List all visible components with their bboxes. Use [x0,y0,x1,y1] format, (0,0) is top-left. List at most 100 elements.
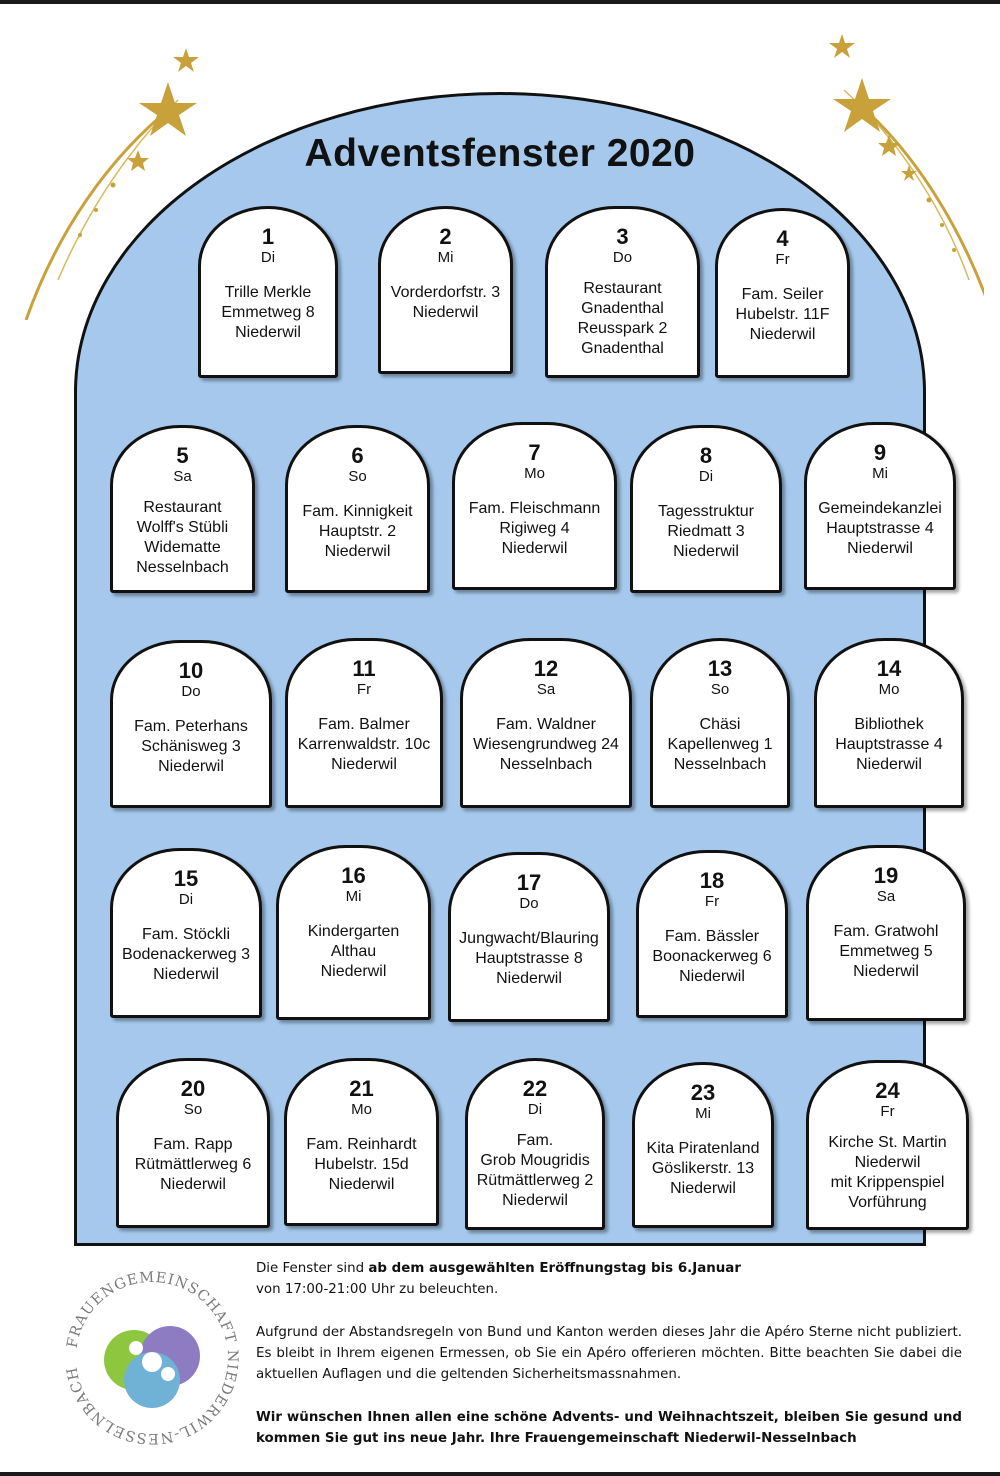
window-weekday: So [710,681,730,698]
window-address-line: Hauptstr. 2 [318,523,397,540]
window-address-line: Niederwil [496,970,562,987]
window-number: 12 [533,656,559,681]
window-weekday: Mi [345,888,362,905]
window-address-line: Kindergarten [307,923,400,940]
window-address-line: Fam. Fleischmann [468,500,601,517]
window-address-line: Fam. Peterhans [134,718,248,735]
footer-paragraph-greeting: Wir wünschen Ihnen allen eine schöne Adv… [256,1407,962,1449]
window-number: 4 [776,226,789,251]
window-address-line: Niederwil [412,304,479,321]
window-weekday: Sa [876,888,896,905]
window-address-line: Fam. Reinhardt [306,1136,417,1153]
window-address-line: Niederwil [158,758,224,775]
window-address-line: Niederwil [854,1154,921,1171]
window-weekday: Di [527,1101,543,1118]
window-address-line: Hauptstrasse 8 [475,950,583,967]
window-address-line: Nesselnbach [673,756,767,773]
footer-paragraph-apero: Aufgrund der Abstandsregeln von Bund und… [256,1325,962,1382]
window-address-line: Wolff's Stübli [136,519,229,536]
window-address-line: Reusspark 2 [577,320,668,337]
window-address-line: Niederwil [328,1176,395,1193]
window-address-line: Hauptstrasse 4 [826,520,934,537]
window-address-line: Rigiweg 4 [499,520,570,537]
window-weekday: Di [260,249,276,266]
window-weekday: So [183,1101,203,1118]
window-address-line: Niederwil [331,756,397,773]
window-number: 10 [178,658,204,683]
window-address-line: Nesselnbach [136,559,229,576]
window-number: 5 [176,443,189,468]
window-address-line: mit Krippenspiel [830,1174,945,1191]
window-weekday: Sa [536,681,556,698]
window-number: 23 [690,1080,716,1105]
window-address-line: Fam. Waldner [496,716,596,733]
window-number: 3 [616,224,629,249]
window-weekday: Mo [878,681,900,698]
window-weekday: Di [698,468,714,485]
window-number: 14 [876,656,902,681]
window-weekday: Do [612,249,633,266]
window-address-line: Widematte [144,539,221,556]
window-address-line: Rütmättlerweg 6 [134,1156,252,1173]
window-weekday: Sa [173,468,192,485]
window-address-line: Niederwil [324,543,391,560]
window-number: 2 [439,224,452,249]
window-address-line: Kapellenweg 1 [667,736,773,753]
window-number: 16 [341,863,366,888]
page-title: Adventsfenster 2020 [304,132,696,175]
window-address-line: Tagesstruktur [657,503,755,520]
footer-hours-text-c: von 17:00-21:00 Uhr zu beleuchten. [256,1282,499,1297]
window-number: 24 [875,1078,900,1103]
window-address-line: Vorführung [848,1194,927,1211]
window-weekday: Fr [880,1103,895,1120]
window-address-line: Niederwil [673,543,739,560]
window-address-line: Niederwil [502,1192,568,1209]
window-address-line: Hubelstr. 15d [314,1156,409,1173]
window-address-line: Niederwil [235,324,301,341]
window-address-line: Fam. [516,1132,554,1149]
footer-hours-text-a: Die Fenster sind [256,1261,369,1276]
window-address-line: Kirche St. Martin [828,1134,947,1151]
window-number: 21 [349,1076,374,1101]
footer-notes: Die Fenster sind ab dem ausgewählten Erö… [256,1258,962,1471]
window-address-line: Fam. Balmer [318,716,410,733]
window-weekday: So [348,468,367,485]
window-address-line: Karrenwaldstr. 10c [297,736,431,753]
window-address-line: Niederwil [320,963,387,980]
window-weekday: Fr [356,681,372,698]
window-weekday: Do [519,895,539,912]
window-weekday: Mi [872,465,888,482]
window-number: 7 [528,440,541,465]
frauengemeinschaft-logo-icon: FRAUENGEMEINSCHAFT NIEDERWIL-NESSELNBACH [64,1270,239,1446]
window-number: 19 [873,863,899,888]
window-number: 6 [351,443,364,468]
window-address-line: Niederwil [160,1176,226,1193]
window-weekday: Do [181,683,201,700]
window-address-line: Emmetweg 5 [839,943,933,960]
window-weekday: Mo [351,1101,372,1118]
window-address-line: Riedmatt 3 [667,523,745,540]
window-address-line: Niederwil [856,756,922,773]
window-number: 11 [352,656,376,681]
